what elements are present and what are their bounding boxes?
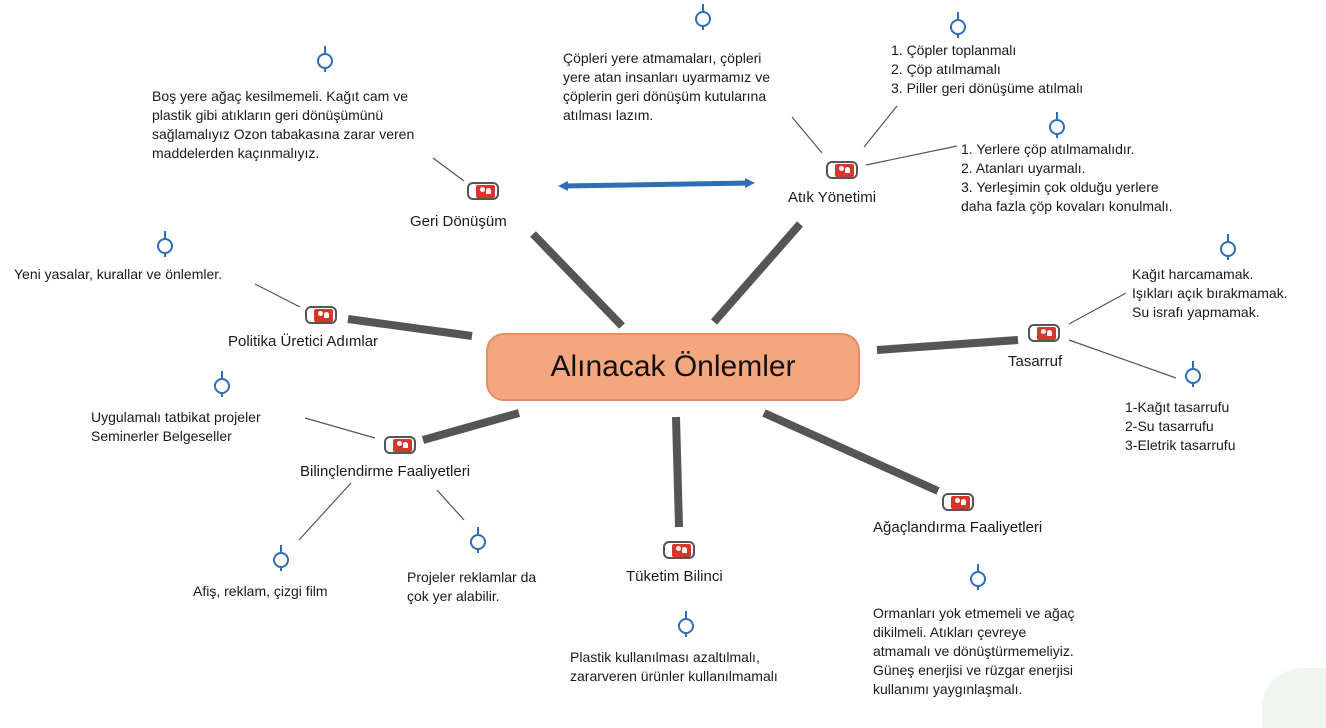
branch-politika [347,315,473,340]
branch-bilinc [421,409,521,444]
pin-icon [157,231,173,257]
person-card-icon [663,541,695,559]
pin-icon [1049,112,1065,138]
note-atik-c: 1. Yerlere çöp atılmamalıdır.2. Atanları… [961,141,1173,214]
branch-tasarruf [876,336,1019,354]
branch-geri-donusum [530,231,625,329]
person-card-icon [942,493,974,511]
topic-geri-donusum[interactable]: Geri Dönüşüm [410,213,507,230]
note-tuketim: Plastik kullanılması azaltılmalı,zararve… [570,649,778,684]
note-bilinc-b: Afiş, reklam, çizgi film [193,583,328,599]
pin-icon [273,545,289,571]
topic-agaclandirma[interactable]: Ağaçlandırma Faaliyetleri [873,519,1043,536]
pin-icon [470,527,486,553]
central-topic-label: Alınacak Önlemler [550,350,796,383]
connector-layer [254,105,1177,541]
branch-atik-yonetimi [710,221,804,325]
person-card-icon [826,161,858,179]
central-topic[interactable]: Alınacak Önlemler [486,333,860,401]
person-card-icon [305,306,337,324]
pin-icon [678,611,694,637]
note-tasarruf-a: Kağıt harcamamak.Işıkları açık bırakmama… [1132,266,1288,320]
pin-icon [695,4,711,30]
pin-icon [950,12,966,38]
topic-politika[interactable]: Politika Üretici Adımlar [228,333,379,350]
person-card-icon [467,182,499,200]
branch-tuketim [672,416,683,528]
topic-bilinclendirme[interactable]: Bilinçlendirme Faaliyetleri [300,463,471,480]
pin-icon [1220,234,1236,260]
relation-arrow [558,178,755,191]
branch-agaclandirma [762,409,940,495]
topic-atik-yonetimi[interactable]: Atık Yönetimi [788,189,877,206]
pin-icon [317,46,333,72]
topic-tasarruf[interactable]: Tasarruf [1008,353,1063,370]
topic-tuketim[interactable]: Tüketim Bilinci [626,568,723,585]
pin-icon [214,371,230,397]
person-card-icon [1028,324,1060,342]
pin-icon [970,564,986,590]
pin-icon [1185,361,1201,387]
person-card-icon [384,436,416,454]
note-politika: Yeni yasalar, kurallar ve önlemler. [14,266,223,282]
